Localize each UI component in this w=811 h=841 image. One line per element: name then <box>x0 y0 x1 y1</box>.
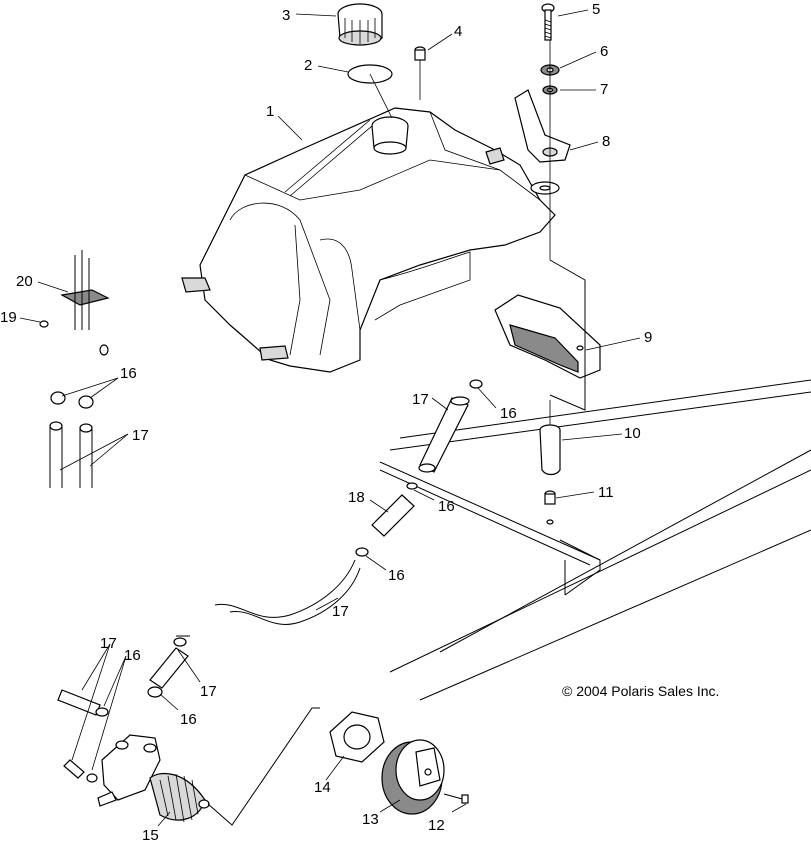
callout-17-curved: 17 <box>332 603 349 620</box>
callout-12: 12 <box>428 817 445 834</box>
frame-rails <box>379 379 811 701</box>
callout-16-valve-right: 16 <box>180 711 197 728</box>
vent-fitting <box>414 46 426 100</box>
callout-20: 20 <box>16 273 33 290</box>
callout-17-valve-left: 17 <box>100 635 117 652</box>
callout-9: 9 <box>644 329 652 346</box>
callout-16-filter: 16 <box>438 498 455 515</box>
drain-lines <box>49 391 94 488</box>
leader-lines <box>19 9 641 827</box>
spacer <box>544 490 556 525</box>
callout-17-left: 17 <box>132 427 149 444</box>
fuel-valve <box>97 734 210 823</box>
callout-14: 14 <box>314 779 331 796</box>
tank-bracket <box>494 259 601 411</box>
fuel-line-curved <box>214 559 361 625</box>
valve-lines <box>57 635 190 783</box>
callout-16-left: 16 <box>120 365 137 382</box>
copyright-notice: © 2004 Polaris Sales Inc. <box>562 683 719 699</box>
mounting-hardware <box>514 3 571 260</box>
callout-6: 6 <box>600 43 608 60</box>
callout-1: 1 <box>266 103 274 120</box>
knob-screw <box>443 793 469 804</box>
callout-8: 8 <box>602 133 610 150</box>
grommet <box>539 400 561 476</box>
fuel-filter <box>355 482 418 557</box>
fuel-cap <box>337 3 383 46</box>
callout-17-valve-right: 17 <box>200 683 217 700</box>
callout-3: 3 <box>282 7 290 24</box>
fuel-line-upper <box>418 379 483 473</box>
callout-16-line-lower: 16 <box>388 567 405 584</box>
callout-7: 7 <box>600 81 608 98</box>
callout-16-upper: 16 <box>500 405 517 422</box>
fuel-tank <box>181 107 556 373</box>
callout-10: 10 <box>624 425 641 442</box>
callout-4: 4 <box>454 23 462 40</box>
valve-nut <box>329 711 385 763</box>
callout-19: 19 <box>0 309 17 326</box>
callout-16-valve-left: 16 <box>124 647 141 664</box>
valve-knob <box>381 739 445 815</box>
callout-2: 2 <box>304 57 312 74</box>
callout-13: 13 <box>362 811 379 828</box>
callout-15: 15 <box>142 827 159 841</box>
callout-labels: 1 2 3 4 5 6 7 8 9 10 11 12 13 14 15 16 1… <box>0 1 652 841</box>
callout-17-upper: 17 <box>412 391 429 408</box>
drain-fitting <box>39 250 110 356</box>
callout-11: 11 <box>598 484 614 501</box>
callout-5: 5 <box>592 1 600 18</box>
callout-18: 18 <box>348 489 365 506</box>
